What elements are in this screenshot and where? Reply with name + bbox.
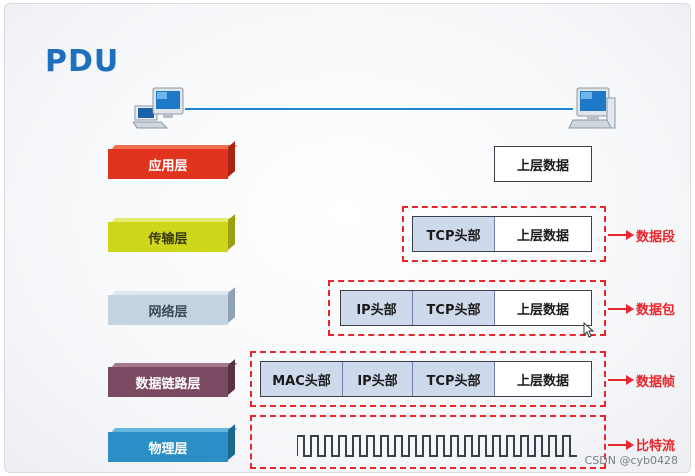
upper-data-cell: 上层数据	[495, 147, 591, 181]
layer-label: 传输层	[148, 231, 188, 247]
layer-side-face	[228, 287, 235, 323]
layer-label: 数据链路层	[135, 376, 201, 392]
application-pdu-row: 上层数据	[494, 146, 592, 182]
transport-pdu-row: TCP头部 上层数据	[412, 216, 592, 252]
mac-header-cell: MAC头部	[261, 362, 343, 396]
slide: PDU 应用层 传输层 网络层	[4, 3, 691, 473]
layer-front-face: 数据链路层	[108, 367, 228, 397]
network-link-line	[185, 108, 573, 110]
computer-icon-left	[133, 87, 184, 129]
pdu-name-segment: 数据段	[636, 230, 676, 245]
layer-label: 物理层	[148, 441, 188, 457]
upper-data-cell: 上层数据	[495, 362, 591, 396]
computer-icon-right	[568, 87, 616, 129]
physical-dashed-frame	[250, 415, 606, 469]
layer-physical: 物理层	[108, 424, 238, 462]
network-pdu-row: IP头部 TCP头部 上层数据	[340, 290, 592, 326]
layer-network: 网络层	[108, 287, 238, 325]
layer-front-face: 物理层	[108, 432, 228, 462]
pdu-name-packet: 数据包	[636, 303, 676, 318]
layer-application: 应用层	[108, 141, 238, 179]
layer-datalink: 数据链路层	[108, 359, 238, 397]
transport-dashed-frame	[402, 206, 606, 262]
layer-side-face	[228, 141, 235, 177]
square-wave-icon	[297, 435, 577, 457]
arrow-right-icon	[608, 230, 634, 240]
layer-front-face: 传输层	[108, 222, 228, 252]
pdu-name-bitstream: 比特流	[636, 439, 676, 454]
layer-transport: 传输层	[108, 214, 238, 252]
layer-side-face	[228, 214, 235, 250]
arrow-right-icon	[608, 440, 634, 450]
layer-front-face: 应用层	[108, 149, 228, 179]
layer-front-face: 网络层	[108, 295, 228, 325]
watermark: CSDN @cyb0428	[584, 454, 678, 467]
layer-label: 网络层	[148, 304, 188, 320]
tcp-header-cell: TCP头部	[413, 217, 495, 251]
arrow-right-icon	[608, 375, 634, 385]
mouse-cursor-icon	[583, 322, 595, 338]
page-title: PDU	[45, 44, 120, 79]
upper-data-cell: 上层数据	[495, 217, 591, 251]
tcp-header-cell: TCP头部	[413, 291, 495, 325]
ip-header-cell: IP头部	[341, 291, 413, 325]
layer-label: 应用层	[148, 158, 188, 174]
ip-header-cell: IP头部	[343, 362, 413, 396]
datalink-pdu-row: MAC头部 IP头部 TCP头部 上层数据	[260, 361, 592, 397]
pdu-name-frame: 数据帧	[636, 375, 676, 390]
layer-side-face	[228, 359, 235, 395]
arrow-right-icon	[608, 304, 634, 314]
upper-data-cell: 上层数据	[495, 291, 591, 325]
network-dashed-frame	[328, 280, 606, 336]
datalink-dashed-frame	[250, 351, 606, 407]
layer-side-face	[228, 424, 235, 460]
tcp-header-cell: TCP头部	[413, 362, 495, 396]
